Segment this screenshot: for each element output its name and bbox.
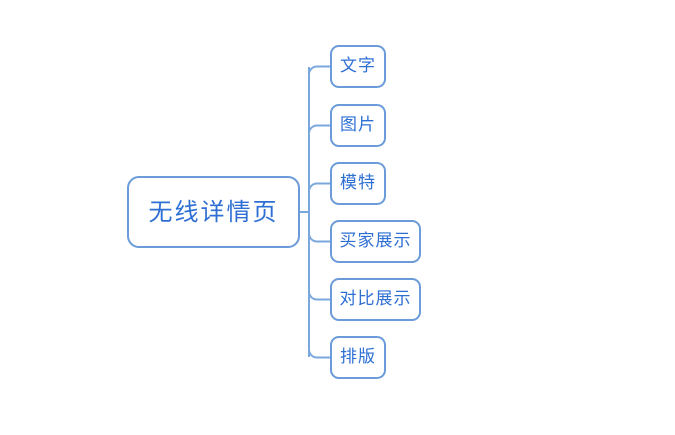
mindmap-child-node[interactable]: 排版: [330, 336, 386, 379]
connector-branch: [308, 233, 330, 243]
mindmap-child-label: 买家展示: [339, 231, 412, 251]
mindmap-child-node[interactable]: 图片: [330, 104, 386, 147]
mindmap-child-node[interactable]: 文字: [330, 45, 386, 88]
connector-branch: [308, 182, 330, 192]
mindmap-root-label: 无线详情页: [148, 198, 279, 226]
mindmap-child-label: 图片: [340, 115, 376, 135]
mindmap-child-node[interactable]: 模特: [330, 162, 386, 205]
connector-branch: [308, 65, 330, 75]
mindmap-child-label: 排版: [340, 347, 376, 367]
connector-branch: [308, 124, 330, 134]
connector-branch: [308, 291, 330, 301]
connector-branch: [308, 349, 330, 359]
mindmap-child-node[interactable]: 对比展示: [330, 278, 421, 321]
mindmap-child-node[interactable]: 买家展示: [330, 220, 421, 263]
mindmap-root-node[interactable]: 无线详情页: [127, 176, 300, 248]
mindmap-child-label: 模特: [340, 173, 376, 193]
mindmap-child-label: 文字: [340, 56, 376, 76]
mindmap-child-label: 对比展示: [339, 289, 412, 309]
